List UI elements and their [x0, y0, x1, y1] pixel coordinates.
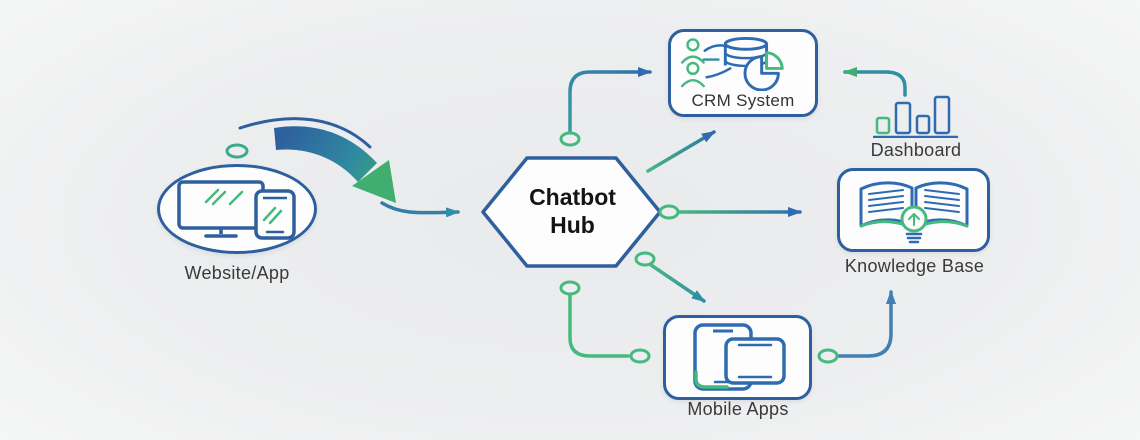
connector-ring: [559, 280, 581, 296]
edge-hub-to-crm-diagonal: [646, 130, 716, 173]
node-mobile-apps: [663, 315, 812, 400]
users-database-piechart-icon: [680, 36, 784, 91]
edge-hub-to-crm-elbow: [568, 67, 652, 135]
node-website-app: [157, 164, 317, 254]
node-dashboard: Dashboard: [858, 94, 974, 161]
edge-website-to-hub: [380, 201, 460, 218]
edge-hub-to-mobile-diagonal: [649, 263, 706, 303]
swoosh-arrow: [238, 117, 396, 203]
edge-dashboard-to-crm: [843, 67, 907, 97]
connector-ring: [225, 143, 249, 159]
mobile-apps-label: Mobile Apps: [687, 399, 789, 419]
connector-ring: [817, 348, 839, 364]
node-crm-system: CRM System: [668, 29, 818, 117]
open-book-lightbulb-icon: [859, 181, 968, 244]
connector-ring: [559, 131, 581, 147]
two-smartphones-icon: [692, 322, 786, 391]
edge-hub-to-mobile-elbow: [568, 292, 630, 358]
edge-mobile-to-knowledge-base: [837, 290, 896, 358]
connector-ring: [629, 348, 651, 364]
bar-chart-icon: [873, 95, 959, 138]
connector-rings: [225, 131, 839, 364]
connector-ring: [658, 204, 680, 220]
website-app-label: Website/App: [184, 263, 290, 283]
node-knowledge-base: [837, 168, 990, 252]
desktop-and-smartphone-icon: [177, 180, 296, 240]
hub-label: Chatbot Hub: [529, 184, 616, 238]
knowledge-base-label: Knowledge Base: [844, 256, 985, 276]
connector-ring: [634, 251, 656, 267]
crm-system-label: CRM System: [691, 91, 795, 110]
dashboard-label: Dashboard: [870, 140, 962, 160]
